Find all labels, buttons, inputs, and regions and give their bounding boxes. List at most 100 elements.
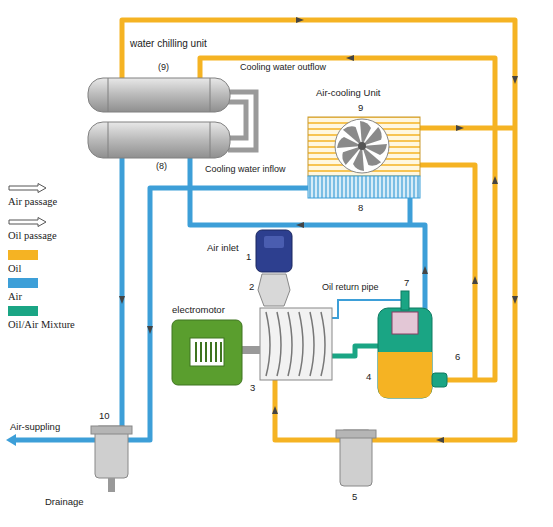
part-label: Drainage [45,497,84,507]
legend-swatch [8,250,38,260]
legend-entry: Air passage [8,183,57,208]
callout-number: 7 [404,278,409,288]
illustration [436,437,444,443]
air-cooling-unit [308,117,420,176]
screw-compressor [299,312,303,376]
water-chilling-unit [108,122,109,158]
part-label: Air-suppling [10,422,60,432]
part-label: Oil return pipe [322,283,379,293]
air-pipe [190,158,425,310]
screw-compressor [310,312,314,376]
screw-compressor [321,312,325,376]
air-cooling-unit [335,119,389,173]
illustration [272,406,278,414]
legend-entry: Oil passage [8,217,57,242]
illustration [512,76,518,84]
oil-pipe [420,126,515,131]
screw-compressor [260,308,332,380]
screw-compressor [266,312,270,376]
air-cooling-unit [358,142,366,150]
callout-number: 3 [250,383,255,393]
illustration [472,276,478,284]
part-label: Air-cooling Unit [316,88,380,98]
illustration [147,326,153,334]
electromotor [195,342,197,362]
water-chilling-unit [88,78,230,112]
illustration [119,296,125,304]
air-pipe [14,438,95,443]
air-pipe [408,198,413,225]
callout-number: (9) [158,63,169,73]
oil-separator [401,291,409,310]
electromotor [220,342,222,362]
water-chilling-unit [88,122,230,158]
illustration [512,296,518,304]
mixture-pipe [332,346,378,356]
legend-entry: Air [8,278,38,303]
legend-arrow [9,218,46,227]
legend-arrow [9,184,46,193]
legend-swatch [8,306,38,316]
part-label: Cooling water inflow [205,165,286,175]
oil-pipe [275,380,340,440]
oil-filter [336,430,376,438]
air-cooling-unit [308,117,420,198]
air-inlet-filter [264,236,284,248]
intake-valve [258,274,290,306]
electromotor [200,342,202,362]
legend-arrow [8,183,48,193]
legend-entry: Oil/Air Mixture [8,306,75,331]
callout-number: (8) [156,162,167,172]
air-pipe [14,158,425,440]
oil-separator [378,352,432,398]
legend-arrow [8,217,48,227]
electromotor [172,320,260,385]
electromotor [190,338,224,366]
oil-separator [378,308,432,398]
air-pipe [120,158,125,426]
water-chilling-unit [210,78,211,112]
part-label: water chilling unit [130,38,207,49]
legend-text: Oil passage [8,230,57,242]
air-supply-filter [91,426,132,492]
callout-number: 8 [358,203,363,213]
water-chilling-unit [88,78,256,158]
air-supply-arrowhead [6,434,16,446]
illustration [119,17,518,443]
legend-text: Oil/Air Mixture [8,319,75,331]
electromotor [215,342,217,362]
part-label: electromotor [172,305,225,315]
air-cooling-unit [337,121,387,171]
air-cooling-unit [308,176,420,198]
screw-compressor [266,312,325,376]
electromotor [172,320,242,385]
legend-swatch [8,278,38,288]
legend-text: Air passage [8,196,57,208]
oil-pipe [200,58,495,380]
legend-text: Air [8,291,38,303]
electromotor [210,342,212,362]
water-chilling-unit [108,78,109,112]
oil-filter [336,430,376,486]
callout-number: 5 [352,492,357,502]
callout-number: 6 [455,352,460,362]
legend-text: Oil [8,263,38,275]
illustration [456,125,464,131]
illustration [296,17,304,23]
oil-separator [432,373,447,387]
intake-valve [258,274,290,306]
illustration [422,266,428,274]
oil-separator [378,291,447,398]
callout-number: 2 [249,282,254,292]
callout-number: 1 [246,252,251,262]
electromotor [196,342,221,362]
electromotor [205,342,207,362]
callout-number: 9 [358,103,363,113]
air-inlet-filter [256,230,292,272]
callout-number: 10 [99,411,110,421]
water-chilling-unit [210,122,211,158]
part-label: Cooling water outflow [240,63,326,73]
air-inlet-filter [256,230,292,272]
illustration [492,176,498,184]
